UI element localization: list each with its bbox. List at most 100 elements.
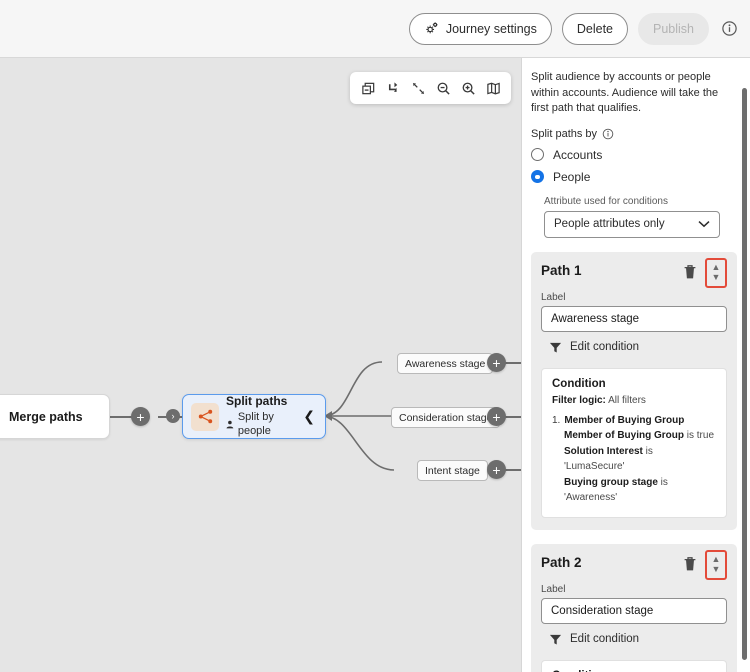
- path-2-label-caption: Label: [541, 583, 566, 595]
- branch-pill-awareness[interactable]: Awareness stage: [397, 353, 494, 374]
- path-1-filter-logic-key: Filter logic:: [552, 394, 606, 406]
- plus-label: +: [492, 461, 501, 478]
- path-1-condition-title: Condition: [552, 377, 606, 390]
- panel-scroll-content: Split audience by accounts or people wit…: [522, 58, 744, 672]
- journey-settings-button[interactable]: Journey settings: [408, 12, 552, 45]
- publish-info-icon[interactable]: [721, 20, 738, 37]
- gear-icon: [426, 22, 438, 34]
- funnel-icon: [549, 634, 562, 645]
- radio-people-label: People: [553, 169, 591, 184]
- split-paths-settings-panel: Split audience by accounts or people wit…: [521, 58, 750, 672]
- connector-arrow-dot: ›: [166, 409, 180, 423]
- journey-settings-label: Journey settings: [445, 21, 537, 36]
- chevron-up-icon[interactable]: ▲: [711, 554, 721, 565]
- fit-to-screen-icon[interactable]: [407, 76, 429, 100]
- path-card-1: Path 1 ▲ ▼ Label Awareness stage: [531, 251, 737, 530]
- branch-pill-consideration[interactable]: Consideration stage: [391, 407, 501, 428]
- journey-canvas[interactable]: Merge paths + › Split paths: [0, 58, 521, 672]
- path-1-rule-line: Buying group stage is 'Awareness': [552, 475, 716, 506]
- split-node-text: Split paths Split by people: [226, 394, 294, 439]
- node-merge-paths[interactable]: Merge paths: [0, 394, 110, 439]
- branch-pill-intent[interactable]: Intent stage: [417, 460, 488, 481]
- wire-branch2-tail: [505, 416, 521, 418]
- radio-accounts[interactable]: Accounts: [522, 144, 744, 166]
- path-1-rule-line: Solution Interest is 'LumaSecure': [552, 444, 716, 475]
- attribute-field-label: Attribute used for conditions: [544, 195, 668, 207]
- wire-branch1-tail: [505, 362, 521, 364]
- split-paths-by-row: Split paths by: [522, 117, 744, 144]
- node-split-paths[interactable]: Split paths Split by people ❮: [182, 394, 326, 439]
- chevron-down-icon: [698, 221, 710, 228]
- path-1-label-value: Awareness stage: [551, 312, 640, 325]
- zoom-out-icon[interactable]: [432, 76, 454, 100]
- canvas-toolbar: [350, 72, 511, 104]
- merge-node-label: Merge paths: [9, 409, 83, 424]
- path-2-reorder-stepper[interactable]: ▲ ▼: [705, 549, 727, 580]
- path-2-header: Path 2 ▲ ▼: [541, 549, 727, 580]
- path-2-title: Path 2: [541, 554, 582, 570]
- split-node-subtitle: Split by people: [237, 410, 274, 438]
- path-card-2: Path 2 ▲ ▼ Label Consideration stage: [531, 543, 737, 672]
- add-step-button-branch-1[interactable]: +: [487, 353, 506, 372]
- split-node-subtitle-row: Split by people: [226, 410, 294, 439]
- path-1-rule-line-bold: Member of Buying Group: [564, 430, 684, 442]
- delete-button[interactable]: Delete: [561, 12, 628, 45]
- minimap-icon[interactable]: [482, 76, 504, 100]
- plus-label: +: [492, 354, 501, 371]
- wire-branch3-tail: [505, 469, 521, 471]
- split-node-title: Split paths: [226, 394, 288, 409]
- plus-label: +: [492, 408, 501, 425]
- branch-label: Intent stage: [425, 464, 480, 477]
- path-1-filter-logic: Filter logic: All filters: [552, 395, 716, 406]
- attribute-select[interactable]: People attributes only: [544, 210, 720, 238]
- path-1-rule-index: 1.: [552, 414, 561, 426]
- add-step-button-merge[interactable]: +: [131, 407, 150, 426]
- path-1-title: Path 1: [541, 262, 582, 278]
- add-step-button-branch-3[interactable]: +: [487, 460, 506, 479]
- branch-wires: [323, 361, 400, 471]
- share-split-icon: [191, 402, 219, 431]
- split-paths-by-label: Split paths by: [531, 127, 598, 140]
- chevron-up-icon[interactable]: ▲: [711, 262, 721, 273]
- path-1-rule-line-bold: Solution Interest: [564, 445, 643, 457]
- path-1-rule-line-rest: is true: [684, 430, 715, 442]
- radio-people-control[interactable]: [531, 170, 544, 184]
- trash-icon[interactable]: [681, 555, 699, 573]
- redo-arrow-icon[interactable]: [382, 76, 404, 100]
- path-1-rule-line: Member of Buying Group is true: [552, 428, 716, 444]
- radio-accounts-control[interactable]: [531, 148, 544, 162]
- path-1-condition-rules: 1. Member of Buying Group Member of Buyi…: [552, 413, 716, 506]
- split-paths-info-icon[interactable]: [602, 128, 614, 140]
- chevron-left-icon[interactable]: ❮: [303, 408, 315, 424]
- path-1-edit-condition-button[interactable]: Edit condition: [549, 341, 639, 354]
- path-1-rule-title: Member of Buying Group: [564, 414, 685, 426]
- chevron-down-icon[interactable]: ▼: [711, 272, 721, 283]
- trash-icon[interactable]: [681, 263, 699, 281]
- path-1-rule-heading: 1. Member of Buying Group: [552, 413, 716, 429]
- branch-label: Awareness stage: [405, 357, 486, 370]
- path-1-label-input[interactable]: Awareness stage: [541, 305, 727, 332]
- path-2-edit-condition-button[interactable]: Edit condition: [549, 633, 639, 646]
- path-2-label-value: Consideration stage: [551, 604, 654, 617]
- panel-description: Split audience by accounts or people wit…: [531, 71, 719, 115]
- publish-label: Publish: [653, 21, 694, 36]
- plus-label: +: [136, 408, 145, 425]
- add-step-button-branch-2[interactable]: +: [487, 407, 506, 426]
- attribute-select-value: People attributes only: [554, 218, 665, 231]
- path-1-reorder-stepper[interactable]: ▲ ▼: [705, 257, 727, 288]
- chevron-down-icon[interactable]: ▼: [711, 564, 721, 575]
- funnel-icon: [549, 342, 562, 353]
- publish-button[interactable]: Publish: [638, 12, 709, 45]
- path-2-label-input[interactable]: Consideration stage: [541, 597, 727, 624]
- path-2-condition-box: Condition Filter logic: All filters 1. M…: [541, 659, 727, 672]
- path-1-rule-line-bold: Buying group stage: [564, 476, 658, 488]
- duplicate-icon[interactable]: [357, 76, 379, 100]
- branch-label: Consideration stage: [399, 411, 493, 424]
- panel-scrollbar[interactable]: [742, 88, 747, 660]
- path-1-header: Path 1 ▲ ▼: [541, 257, 727, 288]
- path-1-filter-logic-value: All filters: [608, 394, 646, 406]
- zoom-in-icon[interactable]: [457, 76, 479, 100]
- radio-people[interactable]: People: [522, 166, 744, 188]
- top-toolbar: Journey settings Delete Publish: [0, 0, 750, 58]
